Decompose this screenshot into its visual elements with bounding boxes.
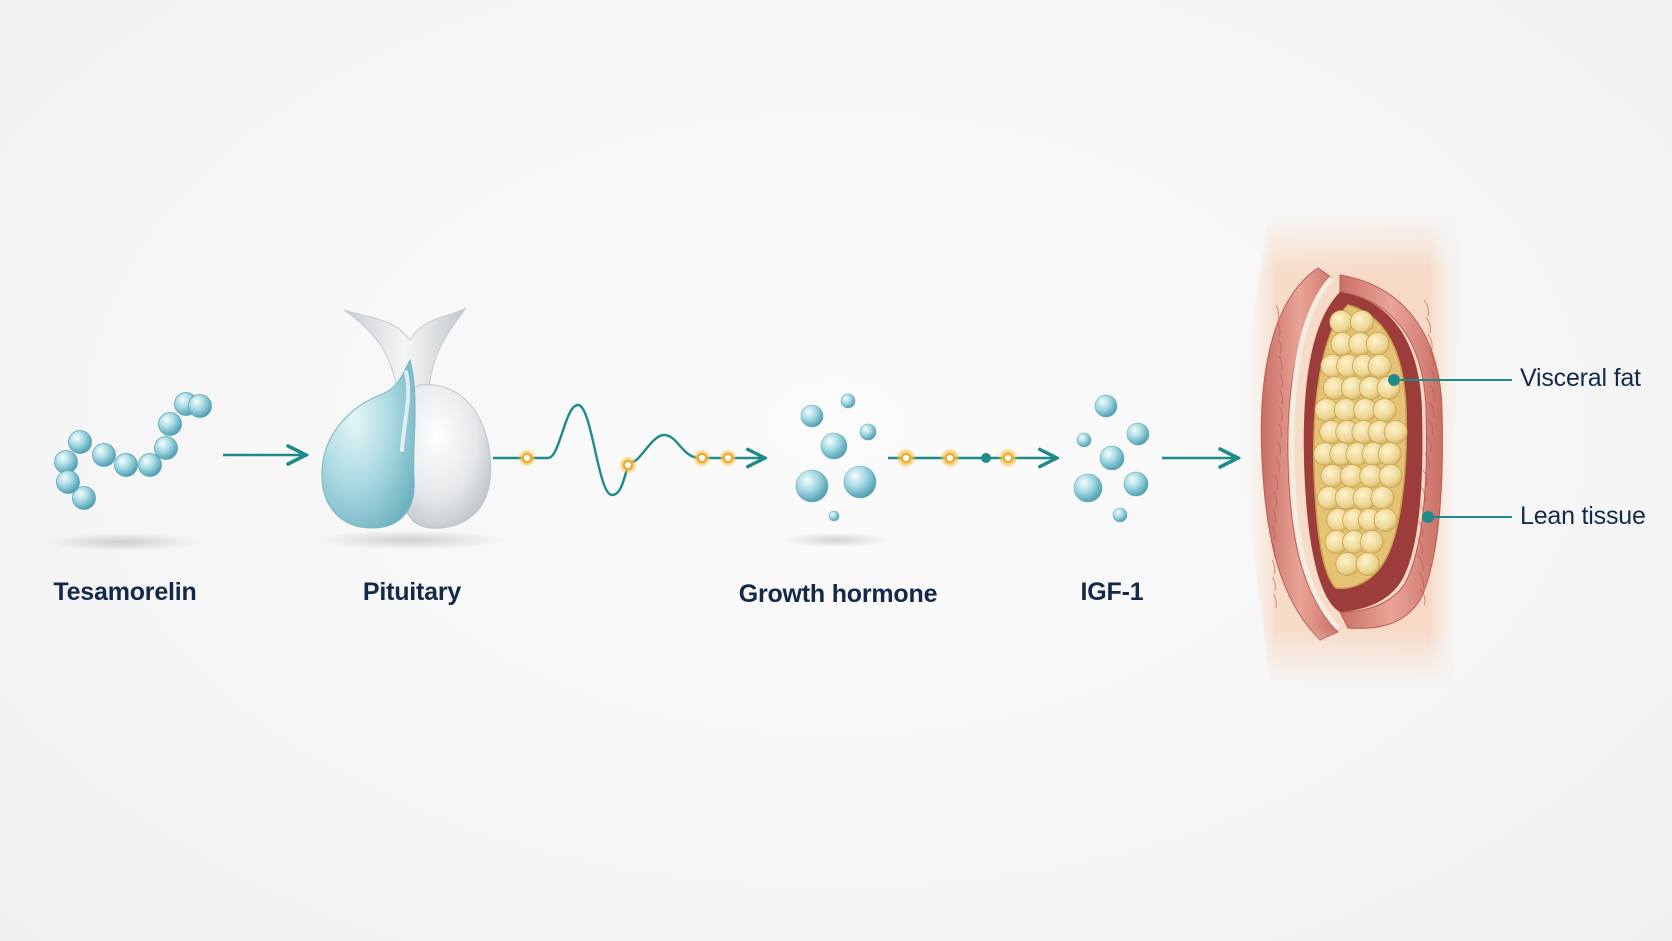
muscle-fiber [1427,418,1434,436]
muscle-fiber [1429,367,1435,385]
muscle-fiber [1279,406,1283,422]
signal-node [981,453,991,463]
fat-cell [1370,486,1395,510]
muscle-fiber [1429,401,1435,419]
muscle-fiber [1272,508,1277,524]
abdominal-cross-section-icon [1243,215,1463,685]
fat-cell [1349,310,1374,334]
hormone-particle [843,465,877,499]
muscle-fiber [1420,486,1426,504]
peptide-bead [72,486,96,510]
hormone-particle [840,393,856,409]
callout-lean-tissue [1422,511,1512,523]
peptide-bead [138,453,162,477]
igf1-particle [1076,432,1092,448]
fat-cell [1359,530,1384,554]
signal-dot [945,453,955,463]
fat-cell [1383,420,1408,444]
muscle-fiber [1428,350,1435,368]
peptide-bead [154,436,178,460]
muscle-fiber [1417,554,1424,572]
muscle-fiber [1425,316,1431,334]
peptide-bead [68,430,92,454]
peptide-chain-icon [44,392,212,551]
fat-cell [1365,332,1390,356]
igf1-particle [1112,507,1128,523]
fat-cell [1367,354,1392,378]
pulse-signal-line [493,403,765,497]
muscle-fiber [1279,389,1284,405]
fat-cell [1355,552,1380,576]
igf1-particles-icon [1073,394,1150,523]
signal-line-gh-to-igf1 [888,448,1057,468]
muscle-fiber [1429,384,1435,402]
muscle-fiber [1276,457,1280,473]
peptide-bead [92,443,116,467]
hormone-particle [820,432,848,460]
muscle-fiber [1278,423,1283,439]
fat-cell [1372,398,1397,422]
fat-cell [1329,310,1354,334]
muscle-fiber [1276,321,1281,337]
peptide-bead [114,453,138,477]
muscle-fiber [1420,588,1426,606]
muscle-fiber [1418,520,1424,538]
muscle-fiber [1422,469,1428,487]
label-igf1: IGF-1 [1080,578,1144,606]
signal-dot [1003,453,1013,463]
muscle-fiber [1279,372,1284,388]
signal-dot [901,453,911,463]
signal-dot [623,460,633,470]
muscle-fiber [1274,474,1279,490]
fat-cell [1377,442,1402,466]
hormone-particles-icon [781,393,891,547]
hormone-particle [800,404,824,428]
igf1-particle [1099,445,1125,471]
muscle-fiber [1277,440,1281,456]
label-visceral-fat: Visceral fat [1520,364,1641,392]
muscle-fiber [1273,593,1277,609]
muscle-fiber [1417,537,1424,555]
muscle-fiber [1271,525,1276,541]
peptide-bead [158,412,182,436]
callout-visceral-fat [1388,374,1512,386]
label-growth-hormone: Growth hormone [738,580,938,608]
muscle-fiber [1427,333,1433,351]
fat-cell [1335,552,1360,576]
muscle-fiber [1424,452,1430,470]
peptide-bead [56,470,80,494]
hormone-particle [795,469,829,503]
igf1-particle [1123,471,1149,497]
hormone-particle [859,423,877,441]
muscle-fiber [1426,435,1432,453]
muscle-fiber [1418,571,1425,589]
signal-dot [697,453,707,463]
label-tesamorelin: Tesamorelin [53,578,197,606]
muscle-fiber [1423,299,1429,317]
hormone-particle [828,510,840,522]
fat-cell [1378,464,1403,488]
muscle-fiber [1275,304,1280,320]
muscle-fiber [1278,355,1283,371]
muscle-fiber [1273,491,1278,507]
peptide-bead [54,450,78,474]
pituitary-gland-icon [315,307,505,550]
muscle-fiber [1271,559,1276,575]
igf1-particle [1094,394,1118,418]
igf1-particle [1073,473,1103,503]
igf1-particle [1126,422,1150,446]
label-pituitary: Pituitary [362,578,462,606]
muscle-fiber [1272,576,1276,592]
peptide-bead [188,394,212,418]
label-lean-tissue: Lean tissue [1520,502,1646,530]
muscle-fiber [1278,338,1282,354]
fat-cell [1373,508,1398,532]
signal-dot [723,453,733,463]
muscle-fiber [1271,542,1276,558]
signal-dot [522,453,532,463]
